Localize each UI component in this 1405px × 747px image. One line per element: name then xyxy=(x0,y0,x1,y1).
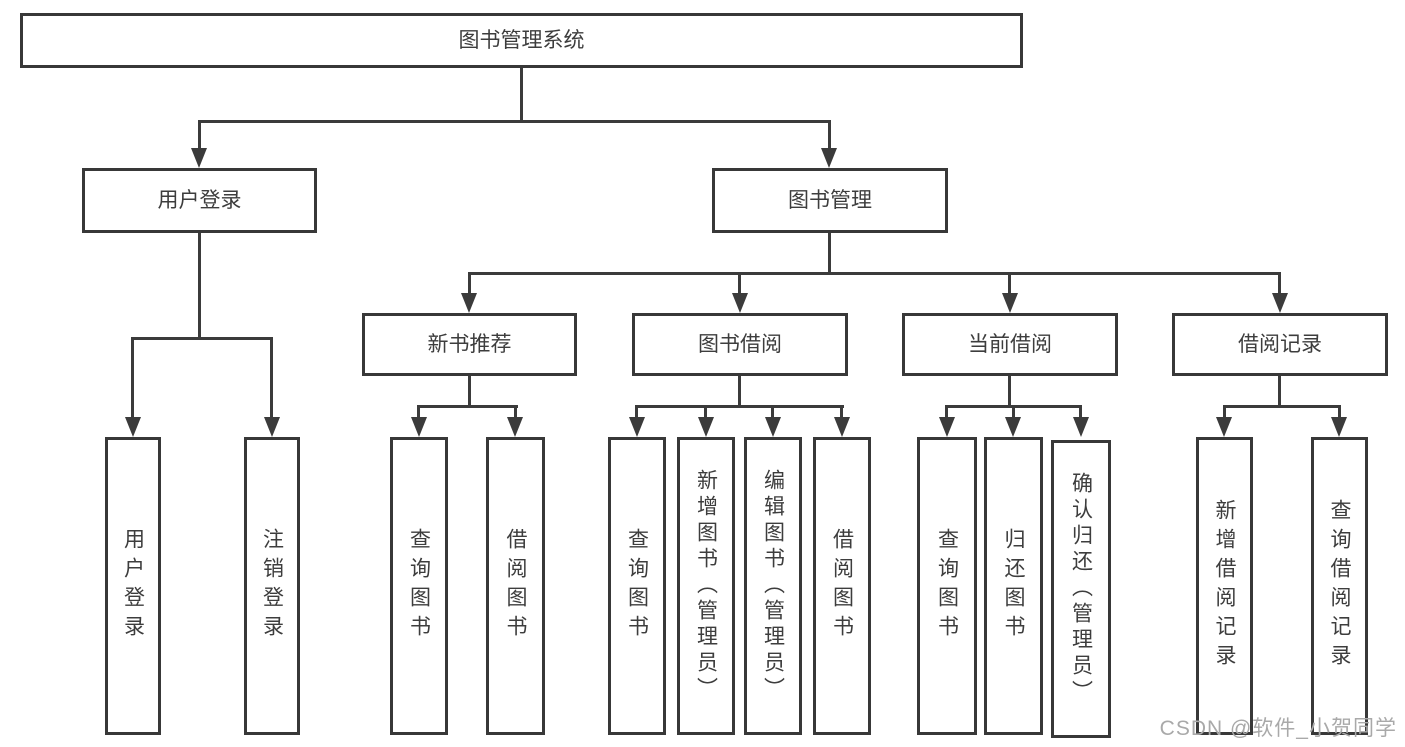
node-label: 查询图书 xyxy=(407,528,431,644)
connector-line xyxy=(828,233,831,272)
node-label: 新书推荐 xyxy=(427,333,512,356)
connector-line xyxy=(1278,376,1281,405)
connector-line xyxy=(1012,405,1015,419)
connector-line xyxy=(738,272,741,295)
node-label: 当前借阅 xyxy=(968,333,1052,356)
leaf-user-login: 用户登录 xyxy=(105,437,161,735)
connector-line xyxy=(468,272,471,295)
arrowhead-down-icon xyxy=(698,417,714,437)
arrowhead-down-icon xyxy=(1272,293,1288,313)
arrowhead-down-icon xyxy=(411,417,427,437)
connector-line xyxy=(198,120,201,150)
connector-line xyxy=(1008,376,1011,405)
node-label: 新增图书（管理员） xyxy=(694,469,718,703)
node-label: 用户登录 xyxy=(121,528,145,644)
leaf-borrow-book-2: 借阅图书 xyxy=(813,437,871,735)
arrowhead-down-icon xyxy=(834,417,850,437)
leaf-query-book-1: 查询图书 xyxy=(390,437,448,735)
connector-line xyxy=(468,272,1281,275)
node-label: 图书管理 xyxy=(788,189,872,212)
arrowhead-down-icon xyxy=(1216,417,1232,437)
connector-line xyxy=(131,337,134,419)
leaf-query-borrow-record: 查询借阅记录 xyxy=(1311,437,1368,735)
connector-line xyxy=(1008,272,1011,295)
node-label: 注销登录 xyxy=(260,528,284,644)
node-label: 归还图书 xyxy=(1002,528,1025,644)
leaf-return-book: 归还图书 xyxy=(984,437,1043,735)
connector-line xyxy=(198,120,831,123)
node-label: 用户登录 xyxy=(157,189,242,212)
arrowhead-down-icon xyxy=(1002,293,1018,313)
connector-line xyxy=(1278,272,1281,295)
connector-line xyxy=(945,405,948,419)
connector-line xyxy=(468,376,471,405)
node-user-login: 用户登录 xyxy=(82,168,317,233)
node-borrowing-records: 借阅记录 xyxy=(1172,313,1388,376)
leaf-edit-book-admin: 编辑图书（管理员） xyxy=(744,437,802,735)
node-new-book-recommendation: 新书推荐 xyxy=(362,313,577,376)
node-book-borrowing: 图书借阅 xyxy=(632,313,848,376)
arrowhead-down-icon xyxy=(507,417,523,437)
node-label: 借阅图书 xyxy=(830,528,854,644)
connector-line xyxy=(1223,405,1226,419)
connector-line xyxy=(635,405,638,419)
csdn-watermark: CSDN @软件_小贺同学 xyxy=(1159,717,1397,740)
connector-line xyxy=(1338,405,1341,419)
arrowhead-down-icon xyxy=(629,417,645,437)
node-book-management: 图书管理 xyxy=(712,168,948,233)
arrowhead-down-icon xyxy=(765,417,781,437)
arrowhead-down-icon xyxy=(264,417,280,437)
arrowhead-down-icon xyxy=(1005,417,1021,437)
connector-line xyxy=(1079,405,1082,419)
connector-line xyxy=(270,337,273,419)
connector-line xyxy=(514,405,517,419)
connector-line xyxy=(704,405,707,419)
leaf-query-book-3: 查询图书 xyxy=(917,437,977,735)
connector-line xyxy=(198,233,201,337)
connector-line xyxy=(520,68,523,120)
leaf-confirm-return-admin: 确认归还（管理员） xyxy=(1051,440,1111,738)
node-label: 新增借阅记录 xyxy=(1213,499,1236,673)
connector-line xyxy=(635,405,844,408)
arrowhead-down-icon xyxy=(1073,417,1089,437)
leaf-add-borrow-record: 新增借阅记录 xyxy=(1196,437,1253,735)
connector-line xyxy=(417,405,518,408)
node-label: 借阅图书 xyxy=(504,528,527,644)
arrowhead-down-icon xyxy=(461,293,477,313)
node-label: 图书管理系统 xyxy=(458,29,585,52)
node-label: 查询借阅记录 xyxy=(1328,499,1351,673)
arrowhead-down-icon xyxy=(821,148,837,168)
leaf-query-book-2: 查询图书 xyxy=(608,437,666,735)
node-current-borrowing: 当前借阅 xyxy=(902,313,1118,376)
leaf-logout: 注销登录 xyxy=(244,437,300,735)
node-label: 确认归还（管理员） xyxy=(1069,472,1093,706)
node-label: 查询图书 xyxy=(935,528,959,644)
arrowhead-down-icon xyxy=(732,293,748,313)
node-label: 图书借阅 xyxy=(698,333,782,356)
node-library-management-system: 图书管理系统 xyxy=(20,13,1023,68)
connector-line xyxy=(738,376,741,405)
node-label: 借阅记录 xyxy=(1238,333,1322,356)
arrowhead-down-icon xyxy=(191,148,207,168)
arrowhead-down-icon xyxy=(939,417,955,437)
node-label: 编辑图书（管理员） xyxy=(761,469,785,703)
connector-line xyxy=(828,120,831,150)
leaf-borrow-book-1: 借阅图书 xyxy=(486,437,545,735)
connector-line xyxy=(840,405,843,419)
node-label: 查询图书 xyxy=(625,528,649,644)
arrowhead-down-icon xyxy=(1331,417,1347,437)
connector-line xyxy=(417,405,420,419)
connector-line xyxy=(771,405,774,419)
connector-line xyxy=(131,337,273,340)
arrowhead-down-icon xyxy=(125,417,141,437)
connector-line xyxy=(1223,405,1341,408)
leaf-add-book-admin: 新增图书（管理员） xyxy=(677,437,735,735)
